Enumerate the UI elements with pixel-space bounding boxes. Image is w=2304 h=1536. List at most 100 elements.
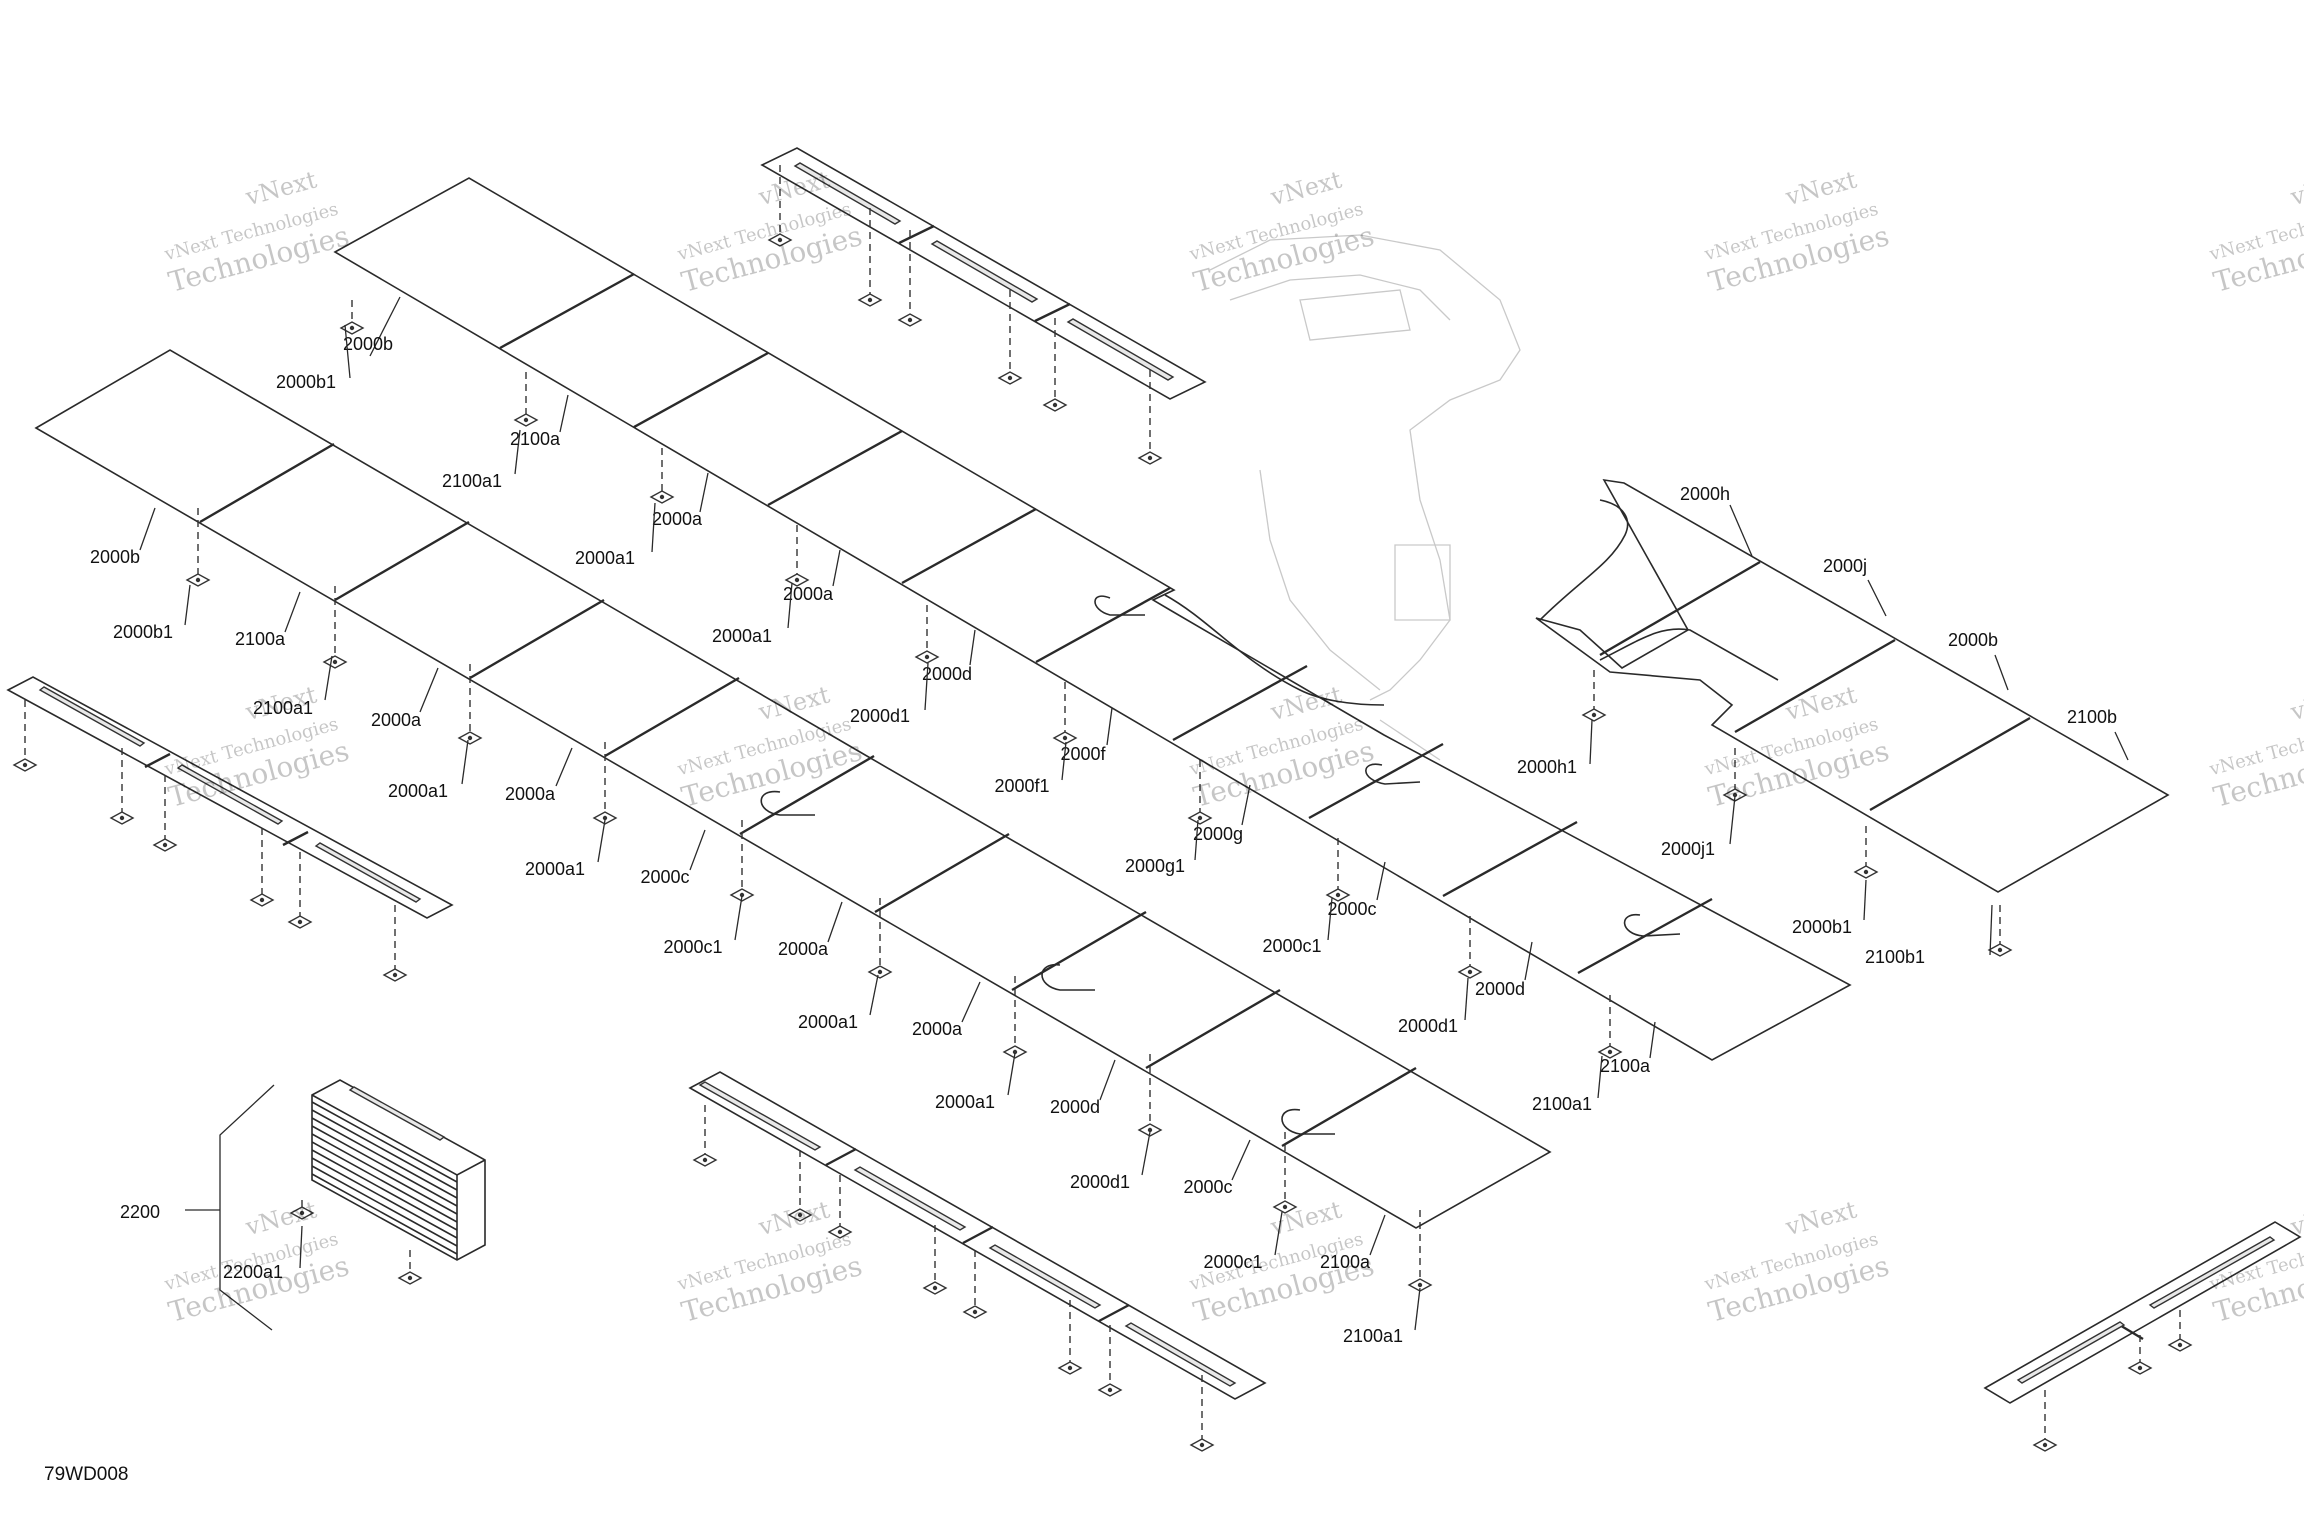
callout-2000a: 2000a [652, 472, 709, 529]
clip-fastener [914, 605, 940, 664]
clip-fastener [249, 828, 275, 907]
svg-text:2100b: 2100b [2067, 707, 2117, 727]
clip-fastener [827, 1175, 853, 1239]
callout-2100a: 2100a [1600, 1021, 1656, 1076]
clip-fastener [2127, 1335, 2153, 1375]
clip-fastener [962, 1250, 988, 1319]
clip-fastener [784, 525, 810, 587]
svg-text:2000c: 2000c [1327, 899, 1376, 919]
rail-bottom-right [1983, 1221, 2302, 1404]
clip-fastener [2167, 1310, 2193, 1352]
svg-text:2000b: 2000b [1948, 630, 1998, 650]
callout-2000f1: 2000f1 [994, 741, 1067, 796]
callout-2200a1: 2200a1 [223, 1225, 303, 1282]
svg-text:vNext: vNext [242, 680, 320, 726]
clip-fastener [1057, 1300, 1083, 1375]
callout-2000f: 2000f [1060, 707, 1113, 764]
clip-fastener [787, 1150, 813, 1222]
svg-text:2100a1: 2100a1 [1343, 1326, 1403, 1346]
clip-fastener [457, 664, 483, 745]
callout-2000g1: 2000g1 [1125, 819, 1199, 876]
floor-contour [1164, 594, 1385, 706]
callout-2000b1: 2000b1 [113, 584, 191, 642]
mat-middle [333, 177, 1852, 1061]
callout-2000b: 2000b [90, 507, 156, 567]
clip-fastener [1597, 995, 1623, 1059]
svg-text:2200a1: 2200a1 [223, 1262, 283, 1282]
svg-text:2000g: 2000g [1193, 824, 1243, 844]
clip-fastener [897, 230, 923, 327]
callout-2000a1: 2000a1 [935, 1052, 1016, 1112]
callout-2000d1: 2000d1 [1398, 977, 1469, 1036]
callout-2100a1: 2100a1 [253, 655, 333, 718]
svg-text:2000d: 2000d [1475, 979, 1525, 999]
callout-2000h1: 2000h1 [1517, 719, 1593, 777]
svg-text:2000g1: 2000g1 [1125, 856, 1185, 876]
svg-text:2000d1: 2000d1 [1398, 1016, 1458, 1036]
callout-2000c: 2000c [640, 829, 706, 887]
svg-text:2000a1: 2000a1 [935, 1092, 995, 1112]
callout-2100a1: 2100a1 [1343, 1287, 1421, 1346]
svg-text:2000j1: 2000j1 [1661, 839, 1715, 859]
svg-text:2100a: 2100a [235, 629, 286, 649]
svg-text:2000a: 2000a [371, 710, 422, 730]
callout-2000j: 2000j [1823, 556, 1887, 617]
svg-text:2000a1: 2000a1 [388, 781, 448, 801]
clip-fastener [1002, 976, 1028, 1059]
callout-2000c1: 2000c1 [663, 895, 743, 957]
callout-2100b1: 2100b1 [1865, 904, 1993, 967]
reference-code: 79WD008 [44, 1464, 129, 1485]
svg-text:2100a: 2100a [1320, 1252, 1371, 1272]
clip-fastener [1042, 318, 1068, 412]
clip-fastener [592, 742, 618, 825]
clip-fastener [287, 852, 313, 929]
svg-text:2100a1: 2100a1 [253, 698, 313, 718]
svg-text:2000a: 2000a [505, 784, 556, 804]
callout-2000a: 2000a [912, 981, 981, 1039]
svg-text:2100a: 2100a [1600, 1056, 1651, 1076]
callout-2000a1: 2000a1 [525, 819, 606, 879]
callout-2000d1: 2000d1 [850, 662, 929, 726]
svg-text:2000j: 2000j [1823, 556, 1867, 576]
svg-text:vNext: vNext [242, 1195, 320, 1241]
callout-2000a: 2000a [783, 549, 841, 604]
clip-fastener [382, 905, 408, 982]
clip-fastener [1137, 370, 1163, 465]
callout-2000d: 2000d [1475, 941, 1533, 999]
svg-text:vNext: vNext [242, 165, 320, 211]
clip-fastener [729, 820, 755, 902]
callout-2000b: 2000b [1948, 630, 2009, 691]
vehicle-outline [1209, 234, 1521, 761]
clip-fasteners [12, 165, 2193, 1452]
bracket-2200 [219, 1084, 275, 1331]
svg-text:2100a1: 2100a1 [442, 471, 502, 491]
callout-2000a1: 2000a1 [798, 974, 879, 1032]
svg-text:vNext: vNext [2287, 165, 2304, 211]
callout-2000j1: 2000j1 [1661, 795, 1736, 859]
callout-2000d1: 2000d1 [1070, 1131, 1151, 1192]
clip-fastener [649, 448, 675, 504]
svg-text:2000c: 2000c [640, 867, 689, 887]
clip-fastener [692, 1105, 718, 1167]
svg-text:2000h1: 2000h1 [1517, 757, 1577, 777]
callout-2000c1: 2000c1 [1262, 897, 1333, 956]
svg-text:2000b: 2000b [90, 547, 140, 567]
callout-labels: 2000b2000b12100a2100a12000a2000a12000a20… [90, 296, 2129, 1346]
clip-fastener [1722, 748, 1748, 802]
mat-right [1535, 478, 2170, 893]
svg-text:2000a1: 2000a1 [712, 626, 772, 646]
svg-text:2000a1: 2000a1 [525, 859, 585, 879]
callout-2000b1: 2000b1 [1792, 879, 1867, 937]
callout-2000a1: 2000a1 [712, 582, 793, 646]
callout-2100a1: 2100a1 [1532, 1055, 1603, 1114]
svg-text:2000b1: 2000b1 [276, 372, 336, 392]
clip-fastener [2032, 1390, 2058, 1452]
clip-fastener [339, 300, 365, 335]
